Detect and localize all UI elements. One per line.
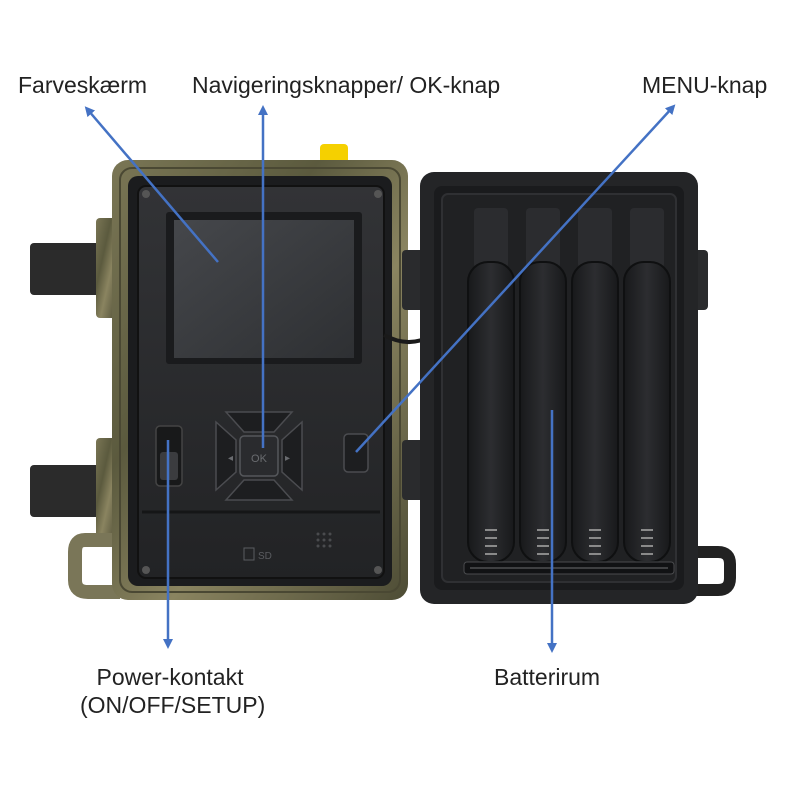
battery-slot-2 <box>519 261 567 563</box>
nav-up-button[interactable] <box>224 411 294 433</box>
lid-lock-loop <box>694 546 736 596</box>
ok-key-label: OK <box>251 453 268 465</box>
battery-slot-1 <box>467 261 515 563</box>
arrow-color-screen <box>84 106 219 263</box>
ok-button[interactable] <box>239 435 279 477</box>
menu-button[interactable] <box>343 433 369 473</box>
battery-springs <box>485 529 653 555</box>
label-battery: Batterirum <box>494 664 601 690</box>
sd-slot-label: SD <box>258 551 272 562</box>
indicator-light <box>320 144 348 164</box>
nav-down-button[interactable] <box>224 479 294 501</box>
camera-body: OK ◂ ▸ SD <box>30 144 408 600</box>
speaker-grille <box>316 532 332 548</box>
label-power-line1: Power-kontakt <box>96 664 244 690</box>
nav-right-button[interactable] <box>281 420 303 492</box>
label-power-switch: Power-kontakt (ON/OFF/SETUP) <box>80 664 266 719</box>
arrow-menu-button <box>355 104 676 453</box>
battery-slot-4 <box>623 261 671 563</box>
strap-top <box>30 243 116 295</box>
strap-bottom <box>30 465 116 517</box>
svg-text:▸: ▸ <box>285 453 290 464</box>
label-color-screen: Farveskærm <box>18 72 148 98</box>
svg-text:◂: ◂ <box>228 453 233 464</box>
nav-left-button[interactable] <box>215 420 237 492</box>
navigation-pad[interactable]: OK ◂ ▸ <box>215 411 303 501</box>
label-nav-buttons: Navigeringsknapper/ OK-knap <box>192 72 501 98</box>
label-menu-button: MENU-knap <box>642 72 768 98</box>
battery-compartment <box>463 208 675 575</box>
lock-loop <box>68 533 120 599</box>
label-power-line2: (ON/OFF/SETUP) <box>80 691 266 718</box>
battery-slot-3 <box>571 261 619 563</box>
